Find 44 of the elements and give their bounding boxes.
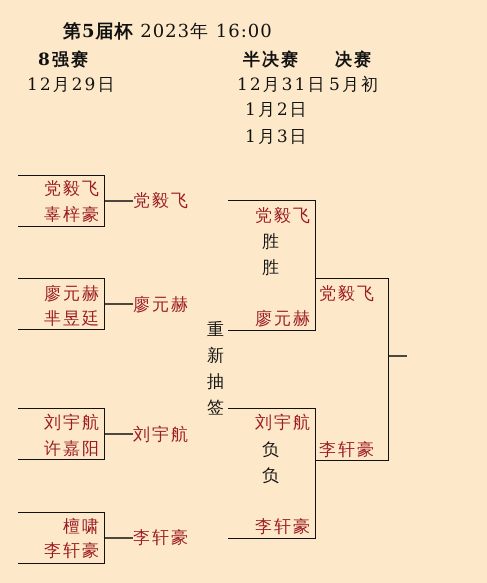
connector-line (105, 433, 133, 435)
result-text: 胜 (262, 232, 281, 252)
date-text: 1月3日 (245, 127, 309, 147)
bracket-frame (228, 408, 316, 539)
round-heading: 决赛 (335, 50, 373, 70)
player-name: 刘宇航 (44, 413, 101, 433)
connector-line (105, 537, 133, 539)
player-name: 党毅飞 (255, 206, 312, 226)
player-name: 李轩豪 (133, 528, 190, 548)
result-text: 负 (262, 440, 281, 460)
player-name: 党毅飞 (133, 191, 190, 211)
bracket-frame (18, 278, 105, 330)
round-heading: 8强赛 (38, 50, 90, 70)
player-name: 廖元赫 (44, 284, 101, 304)
date-text: 1月2日 (245, 100, 309, 120)
date-text: 5月初 (329, 75, 380, 95)
player-name: 许嘉阳 (44, 439, 101, 459)
player-name: 廖元赫 (255, 309, 312, 329)
title: 第5届杯 2023年 16:00 (63, 22, 273, 42)
bracket-frame (315, 278, 389, 461)
date-text: 12月31日 (237, 75, 326, 95)
player-name: 廖元赫 (133, 295, 190, 315)
player-name: 刘宇航 (255, 413, 312, 433)
bracket-frame (228, 200, 316, 331)
connector-line (105, 200, 133, 202)
bracket-frame (18, 512, 105, 564)
player-name: 檀啸 (63, 517, 101, 537)
date-text: 12月29日 (27, 75, 116, 95)
bracket-frame (18, 175, 105, 227)
player-name: 李轩豪 (255, 517, 312, 537)
player-name: 党毅飞 (319, 284, 376, 304)
note-text: 重新抽签 (207, 319, 225, 420)
connector-line (105, 303, 133, 305)
player-name: 芈昱廷 (44, 309, 101, 329)
result-text: 负 (262, 466, 281, 486)
player-name: 李轩豪 (44, 541, 101, 561)
player-name: 辜梓豪 (44, 205, 101, 225)
round-heading: 半决赛 (243, 50, 300, 70)
result-text: 胜 (262, 258, 281, 278)
player-name: 党毅飞 (44, 179, 101, 199)
player-name: 李轩豪 (319, 440, 376, 460)
player-name: 刘宇航 (133, 425, 190, 445)
bracket-frame (18, 408, 105, 460)
connector-line (389, 355, 407, 357)
